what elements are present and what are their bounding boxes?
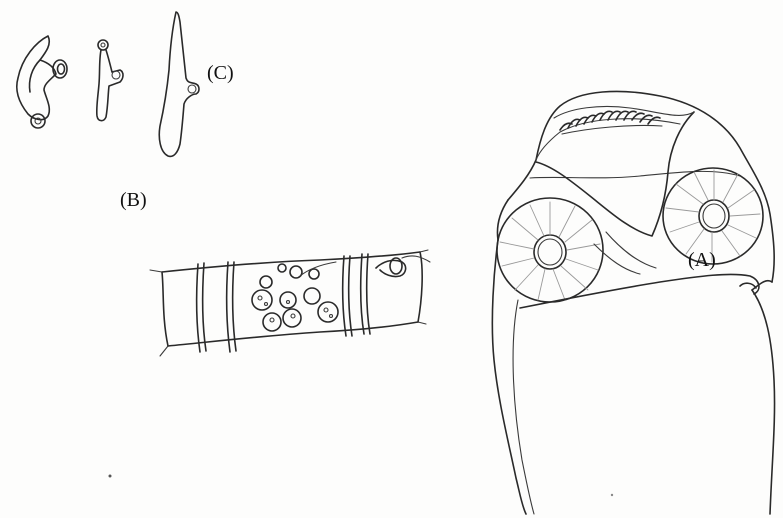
scolex bbox=[492, 91, 774, 514]
hooks-group bbox=[17, 12, 199, 156]
hook-long-blade bbox=[159, 12, 199, 156]
sucker-left-rays bbox=[500, 202, 600, 300]
rostellar-hooks bbox=[560, 111, 662, 134]
label-b: (B) bbox=[120, 190, 147, 210]
hook-small bbox=[97, 40, 123, 121]
label-a: (A) bbox=[688, 250, 716, 270]
hook-curved bbox=[17, 36, 67, 128]
body-segment bbox=[150, 250, 430, 356]
speck bbox=[109, 475, 112, 478]
sucker-left bbox=[497, 198, 603, 302]
speck bbox=[611, 494, 613, 496]
label-c: (C) bbox=[207, 63, 234, 83]
